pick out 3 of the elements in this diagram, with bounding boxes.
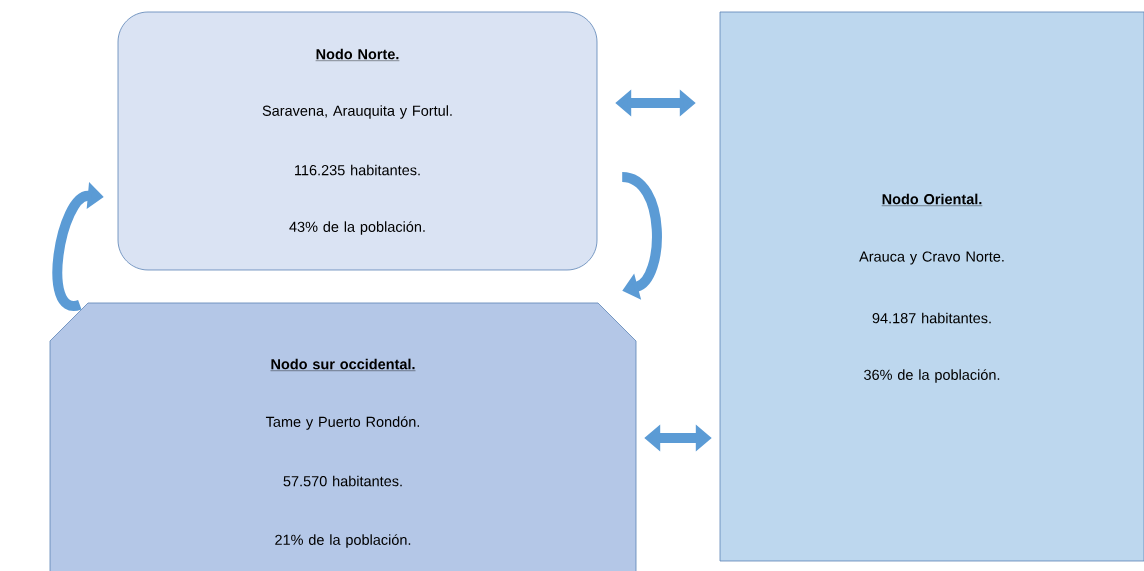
rounded-box: Nodo Norte. Saravena, Arauquita y Fortul. 116.235 habitantes. 43% de la población. <box>117 11 598 271</box>
process-box: Nodo Oriental. Arauca y Cravo Norte. 94.187 habitantes. 36% de la población. <box>719 11 1144 562</box>
chamfered-box: Nodo sur occidental. Tame y Puerto Rondón. 57.570 habitantes. 21% de la población. <box>49 302 637 571</box>
